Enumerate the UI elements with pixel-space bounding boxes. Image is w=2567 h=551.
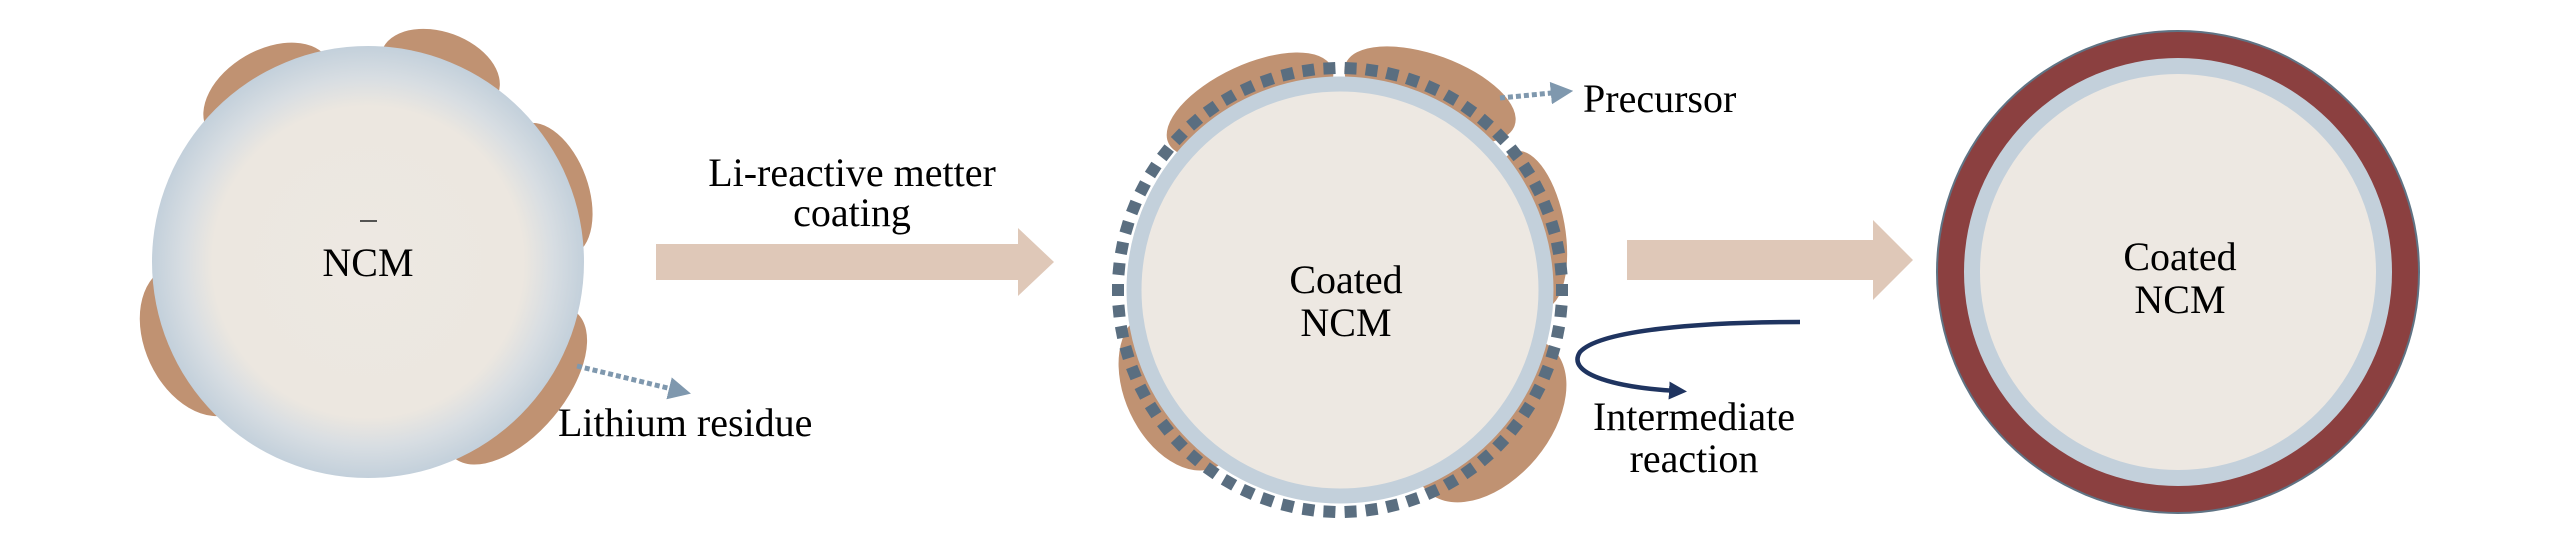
lithium-residue-label: Lithium residue bbox=[558, 400, 812, 445]
precursor-particle bbox=[1239, 80, 1256, 97]
precursor-particle bbox=[1259, 492, 1276, 508]
stage-precursor-label-line2: NCM bbox=[1300, 300, 1391, 345]
precursor-particle bbox=[1323, 62, 1336, 75]
precursor-particle bbox=[1442, 89, 1460, 106]
precursor-particle bbox=[1344, 62, 1357, 75]
precursor-particle bbox=[1529, 180, 1546, 197]
stage-raw-label: NCM bbox=[322, 240, 413, 285]
precursor-particle bbox=[1126, 364, 1142, 381]
precursor-particle bbox=[1239, 483, 1256, 500]
precursor-particle bbox=[1545, 345, 1561, 360]
precursor-particle bbox=[1506, 418, 1523, 436]
precursor-particle bbox=[1220, 474, 1238, 491]
process-arrow-shape bbox=[1627, 220, 1913, 300]
precursor-particle bbox=[1170, 434, 1188, 452]
precursor-particles bbox=[1112, 62, 1568, 518]
precursor-particle bbox=[1344, 505, 1357, 518]
precursor-particle bbox=[1202, 100, 1220, 118]
precursor-particle bbox=[1404, 492, 1421, 508]
precursor-particle bbox=[1112, 262, 1126, 276]
precursor-particle bbox=[1301, 63, 1316, 78]
precursor-particle bbox=[1404, 72, 1421, 88]
precursor-particle bbox=[1364, 63, 1379, 78]
stage-raw-ncm: NCM Lithium residue bbox=[139, 28, 812, 478]
precursor-particle bbox=[1186, 449, 1204, 467]
precursor-particle bbox=[1556, 284, 1568, 296]
precursor-particle bbox=[1202, 462, 1220, 480]
stage-precursor-label-line1: Coated bbox=[1289, 257, 1402, 302]
precursor-particle bbox=[1554, 262, 1568, 276]
precursor-particle bbox=[1126, 199, 1142, 216]
precursor-shell-ring bbox=[1126, 76, 1554, 504]
precursor-particle bbox=[1492, 128, 1510, 146]
precursor-particle bbox=[1280, 67, 1295, 82]
precursor-particle bbox=[1476, 449, 1494, 467]
stage-precursor-coated-ncm: Coated NCM Precursor Intermediate reacti… bbox=[1112, 46, 1801, 518]
ncm-core bbox=[1980, 74, 2376, 470]
precursor-particle bbox=[1144, 161, 1162, 179]
precursor-particle bbox=[1476, 113, 1494, 131]
ncm-particle bbox=[152, 46, 584, 478]
precursor-particle bbox=[1492, 434, 1510, 452]
precursor-particle bbox=[1518, 401, 1536, 419]
precursor-particle bbox=[1157, 144, 1174, 162]
process-arrow-shape bbox=[656, 228, 1054, 296]
intermediate-reaction-label-line1: Intermediate bbox=[1593, 394, 1795, 439]
precursor-particle bbox=[1424, 80, 1441, 97]
precursor-particle bbox=[1424, 483, 1441, 500]
precursor-particle bbox=[1157, 418, 1174, 436]
precursor-particle bbox=[1545, 220, 1561, 235]
coating-step-label-line1: Li-reactive metter bbox=[708, 150, 996, 195]
precursor-particle bbox=[1323, 505, 1336, 518]
precursor-particle bbox=[1460, 100, 1478, 118]
precursor-particle bbox=[1170, 128, 1188, 146]
precursor-particle bbox=[1144, 401, 1162, 419]
precursor-particle bbox=[1134, 180, 1151, 197]
precursor-particle bbox=[1119, 220, 1135, 235]
precursor-particle bbox=[1385, 498, 1400, 513]
precursor-particle bbox=[1134, 383, 1151, 400]
precursor-particle bbox=[1114, 240, 1130, 256]
precursor-particle bbox=[1112, 284, 1124, 296]
precursor-label: Precursor bbox=[1583, 76, 1736, 121]
precursor-particle bbox=[1259, 72, 1276, 88]
precursor-particle bbox=[1538, 199, 1554, 216]
precursor-particle bbox=[1112, 304, 1126, 318]
precursor-particle bbox=[1385, 67, 1400, 82]
precursor-particle bbox=[1460, 462, 1478, 480]
precursor-particle bbox=[1220, 89, 1238, 106]
stage-final-label-line2: NCM bbox=[2134, 277, 2225, 322]
precursor-particle bbox=[1119, 345, 1135, 360]
precursor-particle bbox=[1529, 383, 1546, 400]
precursor-particle bbox=[1518, 161, 1536, 179]
precursor-particle bbox=[1364, 502, 1379, 517]
coating-step-label-line2: coating bbox=[793, 190, 911, 235]
precursor-particle bbox=[1554, 304, 1568, 318]
precursor-particle bbox=[1280, 498, 1295, 513]
precursor-particle bbox=[1301, 502, 1316, 517]
process-arrow-coating: Li-reactive metter coating bbox=[656, 150, 1054, 296]
precursor-particle bbox=[1538, 364, 1554, 381]
intermediate-reaction-arrow bbox=[1575, 319, 1801, 400]
precursor-particle bbox=[1506, 144, 1523, 162]
lithium-residue-pointer-arrow bbox=[576, 363, 691, 400]
stage-final-coated-ncm: Coated NCM bbox=[1936, 30, 2420, 514]
precursor-pointer-arrow bbox=[1499, 81, 1574, 105]
precursor-particle bbox=[1550, 240, 1566, 256]
process-arrow-reaction bbox=[1627, 220, 1913, 300]
intermediate-reaction-label-line2: reaction bbox=[1630, 436, 1759, 481]
stage-final-label-line1: Coated bbox=[2123, 234, 2236, 279]
precursor-particle bbox=[1442, 474, 1460, 491]
precursor-particle bbox=[1114, 324, 1130, 340]
precursor-particle bbox=[1550, 324, 1566, 340]
precursor-particle bbox=[1186, 113, 1204, 131]
